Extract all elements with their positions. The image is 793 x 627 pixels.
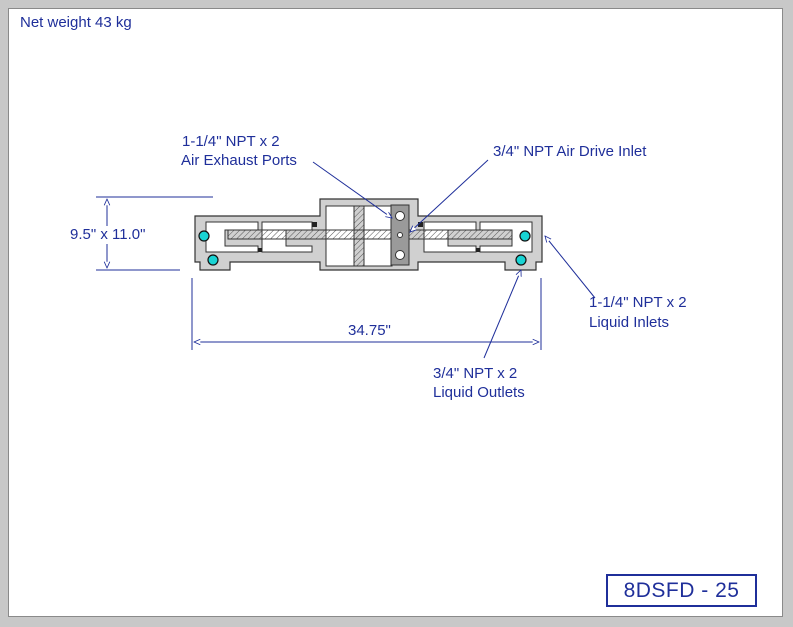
air-exhaust-label-line2: Air Exhaust Ports: [181, 152, 297, 169]
liquid-outlet-right-icon: [515, 254, 527, 266]
liquid-outlets-label-line2: Liquid Outlets: [433, 384, 525, 401]
drawing-sheet: [8, 8, 783, 617]
air-exhaust-leader: [312, 161, 392, 218]
length-dimension-label: 34.75": [348, 322, 391, 339]
net-weight-label: Net weight 43 kg: [20, 14, 132, 31]
air-drive-inlet-label: 3/4" NPT Air Drive Inlet: [493, 143, 647, 160]
air-drive-leader: [410, 159, 489, 232]
model-code-box: 8DSFD - 25: [606, 574, 757, 607]
liquid-outlet-leader: [483, 270, 521, 359]
length-dimension: [191, 278, 542, 350]
liquid-inlets-label-line1: 1-1/4" NPT x 2: [589, 294, 687, 311]
liquid-inlet-ports: [198, 230, 531, 242]
liquid-outlet-ports: [207, 254, 527, 266]
leader-lines: [312, 159, 596, 359]
liquid-outlets-label-line1: 3/4" NPT x 2: [433, 365, 518, 382]
air-exhaust-label-line1: 1-1/4" NPT x 2: [182, 133, 280, 150]
liquid-inlet-leader: [545, 236, 596, 299]
liquid-inlet-left-icon: [198, 230, 210, 242]
liquid-inlet-right-icon: [519, 230, 531, 242]
height-dimension: [96, 196, 213, 271]
pump-body: [194, 198, 543, 271]
height-dimension-label: 9.5" x 11.0": [70, 226, 146, 243]
liquid-outlet-left-icon: [207, 254, 219, 266]
liquid-inlets-label-line2: Liquid Inlets: [589, 314, 670, 331]
